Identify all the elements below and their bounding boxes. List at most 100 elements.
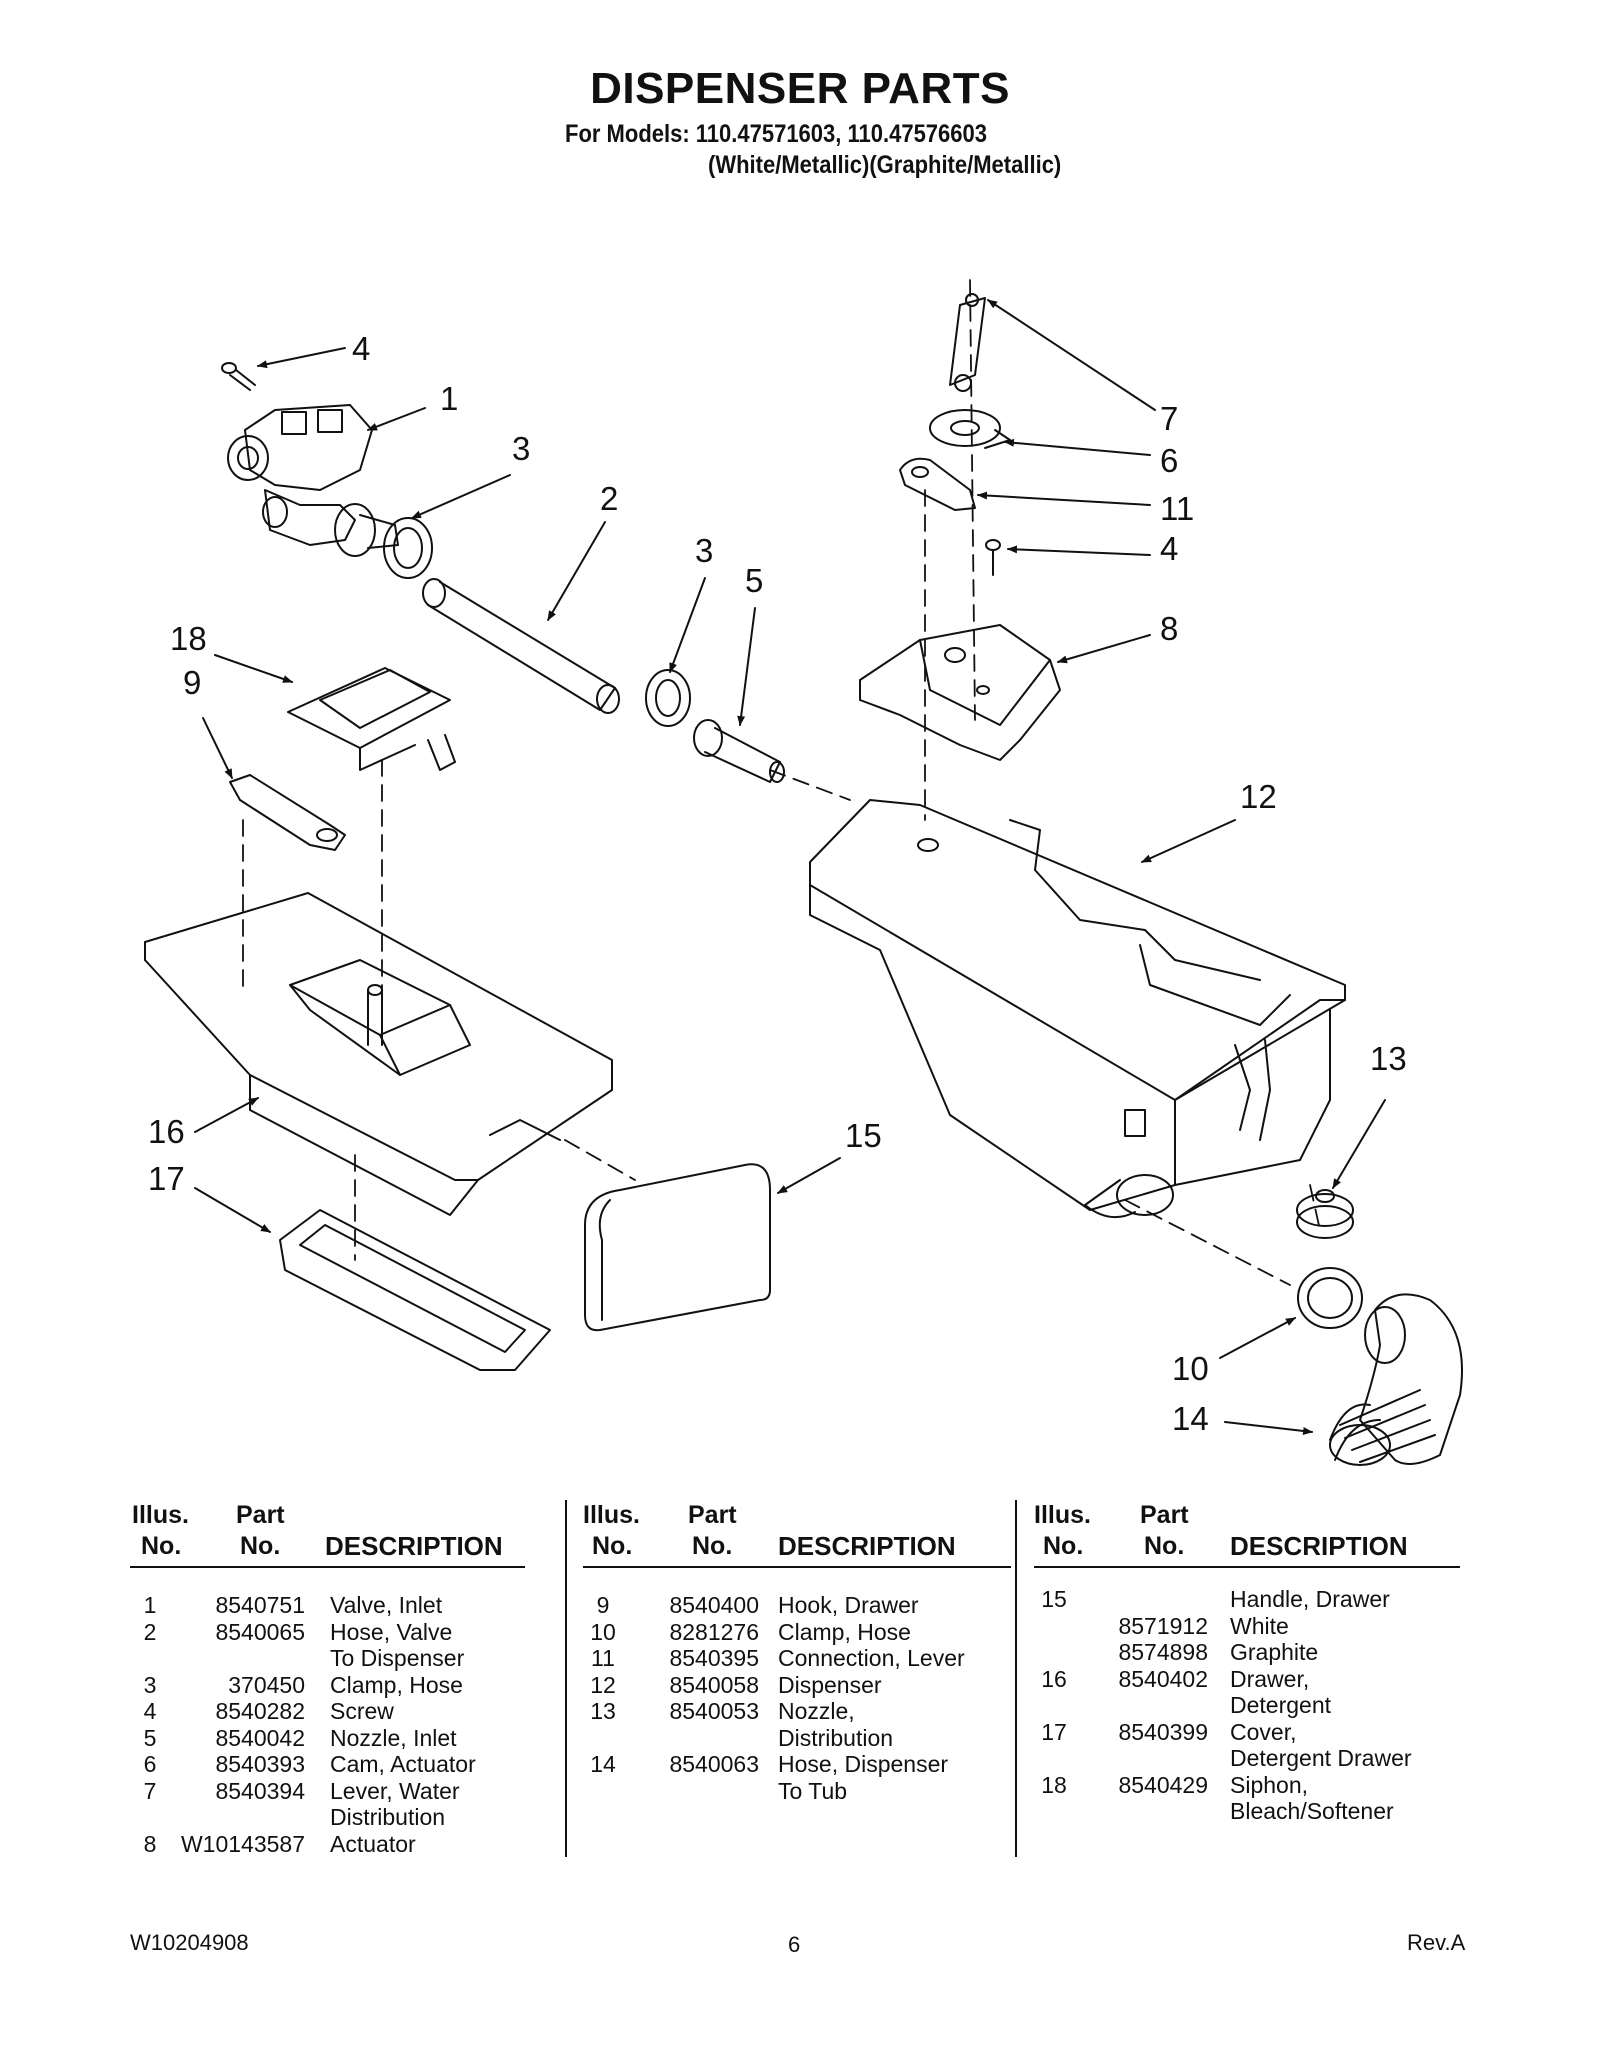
part-description: Connection, Lever: [778, 1645, 965, 1672]
part-number: 370450: [228, 1671, 305, 1698]
part-description: White: [1230, 1613, 1289, 1640]
description-line: Siphon,: [1230, 1771, 1309, 1798]
part-description: Clamp, Hose: [330, 1672, 463, 1699]
illus-number: 6: [143, 1751, 157, 1777]
description-line: Nozzle, Inlet: [330, 1724, 457, 1751]
illus-number: 1: [143, 1592, 157, 1618]
description-line: Actuator: [330, 1830, 416, 1857]
part-description: Valve, Inlet: [330, 1592, 442, 1619]
part-number: 8540058: [669, 1671, 759, 1698]
hose-clamp-part-3b: [645, 669, 691, 727]
description-line: Clamp, Hose: [778, 1618, 911, 1645]
part-number: 8540393: [215, 1751, 305, 1777]
callout-8: 8: [1160, 610, 1178, 647]
inlet-nozzle-part-5: [693, 719, 785, 783]
part-number: 8540399: [1118, 1718, 1208, 1745]
description-line: White: [1230, 1612, 1289, 1639]
callout-2: 2: [600, 480, 618, 517]
inlet-valve-part-1: [227, 404, 399, 557]
header-illus: Illus. No.: [583, 1501, 640, 1560]
header-description: DESCRIPTION: [778, 1531, 956, 1561]
model-numbers: For Models: 110.47571603, 110.47576603: [565, 120, 987, 148]
model-colors: (White/Metallic)(Graphite/Metallic): [708, 151, 1062, 179]
illus-number: 9: [596, 1592, 610, 1618]
header-description: DESCRIPTION: [1230, 1531, 1408, 1561]
callout-6: 6: [1160, 442, 1178, 479]
column-divider-2: [1015, 1500, 1017, 1857]
callout-4a: 4: [352, 330, 370, 367]
part-number: 8540282: [215, 1698, 305, 1724]
header-rule: [583, 1566, 1011, 1568]
actuator-part-8: [859, 624, 1061, 761]
illus-number: 13: [590, 1698, 616, 1724]
description-line: Clamp, Hose: [330, 1671, 463, 1698]
part-number: 8571912: [1118, 1612, 1208, 1639]
illus-number: 8: [143, 1830, 157, 1857]
illus-number: 7: [143, 1777, 157, 1804]
part-number: 8574898: [1118, 1639, 1208, 1665]
part-description: Drawer,Detergent: [1230, 1666, 1331, 1719]
part-number: 8540042: [215, 1724, 305, 1751]
description-line: Hook, Drawer: [778, 1592, 919, 1618]
illus-number: 11: [591, 1645, 615, 1671]
lever-part-7: [949, 293, 986, 392]
callout-11: 11: [1160, 490, 1194, 527]
illus-number: 18: [1041, 1771, 1067, 1798]
illus-number: 17: [1041, 1718, 1067, 1745]
part-number: W10143587: [180, 1830, 305, 1857]
dispenser-part-12: [809, 799, 1346, 1219]
illus-number: 5: [143, 1724, 157, 1751]
description-line: Drawer,: [1230, 1665, 1310, 1692]
part-number: 8540400: [669, 1592, 759, 1618]
part-number: 8540395: [669, 1645, 759, 1671]
column-divider-1: [565, 1500, 567, 1857]
callout-4b: 4: [1160, 530, 1178, 567]
drawer-hook-part-9: [229, 774, 346, 851]
drawer-handle-part-15: [584, 1163, 771, 1332]
callout-3a: 3: [512, 430, 530, 467]
page-number: 6: [788, 1932, 801, 1957]
callout-15: 15: [845, 1117, 882, 1154]
header-part: Part No.: [1140, 1501, 1189, 1560]
part-description: Nozzle, Inlet: [330, 1725, 457, 1752]
description-line: Nozzle,: [778, 1698, 855, 1724]
header-illus: Illus. No.: [1034, 1501, 1091, 1560]
description-line: To Dispenser: [330, 1645, 465, 1671]
part-number: 8540065: [215, 1618, 305, 1645]
description-line: Detergent Drawer: [1230, 1745, 1412, 1771]
description-line: Bleach/Softener: [1230, 1798, 1394, 1824]
dispenser-hose-part-14: [1329, 1293, 1463, 1466]
part-number: 8281276: [669, 1618, 759, 1645]
part-number: 8540053: [669, 1698, 759, 1724]
part-description: Cam, Actuator: [330, 1751, 476, 1778]
callout-3b: 3: [695, 532, 713, 569]
illus-number: 14: [590, 1751, 616, 1777]
hose-clamp-part-10: [1297, 1267, 1363, 1329]
page-title: DISPENSER PARTS: [590, 64, 1010, 113]
siphon-part-18: [287, 667, 456, 771]
exploded-parts-diagram: 4 1 3 2 3 5 18 9 7 6 11 4 8 12 13 16 15 …: [144, 279, 1463, 1466]
header-rule: [1034, 1566, 1460, 1568]
description-line: To Tub: [778, 1777, 848, 1804]
part-number: 8540402: [1118, 1665, 1208, 1692]
callout-10: 10: [1172, 1350, 1209, 1387]
part-number: 8540751: [215, 1592, 305, 1618]
document-number: W10204908: [130, 1930, 249, 1955]
description-line: Distribution: [778, 1724, 894, 1751]
callout-5: 5: [745, 562, 763, 599]
part-description: Screw: [330, 1698, 394, 1725]
description-line: Distribution: [330, 1804, 446, 1830]
description-line: Valve, Inlet: [330, 1592, 443, 1618]
illus-number: 10: [590, 1618, 616, 1645]
detergent-cover-part-17: [279, 1209, 551, 1371]
part-number: 8540429: [1118, 1771, 1208, 1798]
part-number: 8540394: [215, 1777, 305, 1804]
header-description: DESCRIPTION: [325, 1531, 503, 1561]
part-description: Cover,Detergent Drawer: [1230, 1719, 1412, 1772]
screw-part-4b: [985, 539, 1001, 576]
callout-17: 17: [148, 1160, 185, 1197]
description-line: Hose, Dispenser: [778, 1751, 949, 1777]
description-line: Detergent: [1230, 1692, 1332, 1718]
part-description: Hook, Drawer: [778, 1592, 919, 1619]
